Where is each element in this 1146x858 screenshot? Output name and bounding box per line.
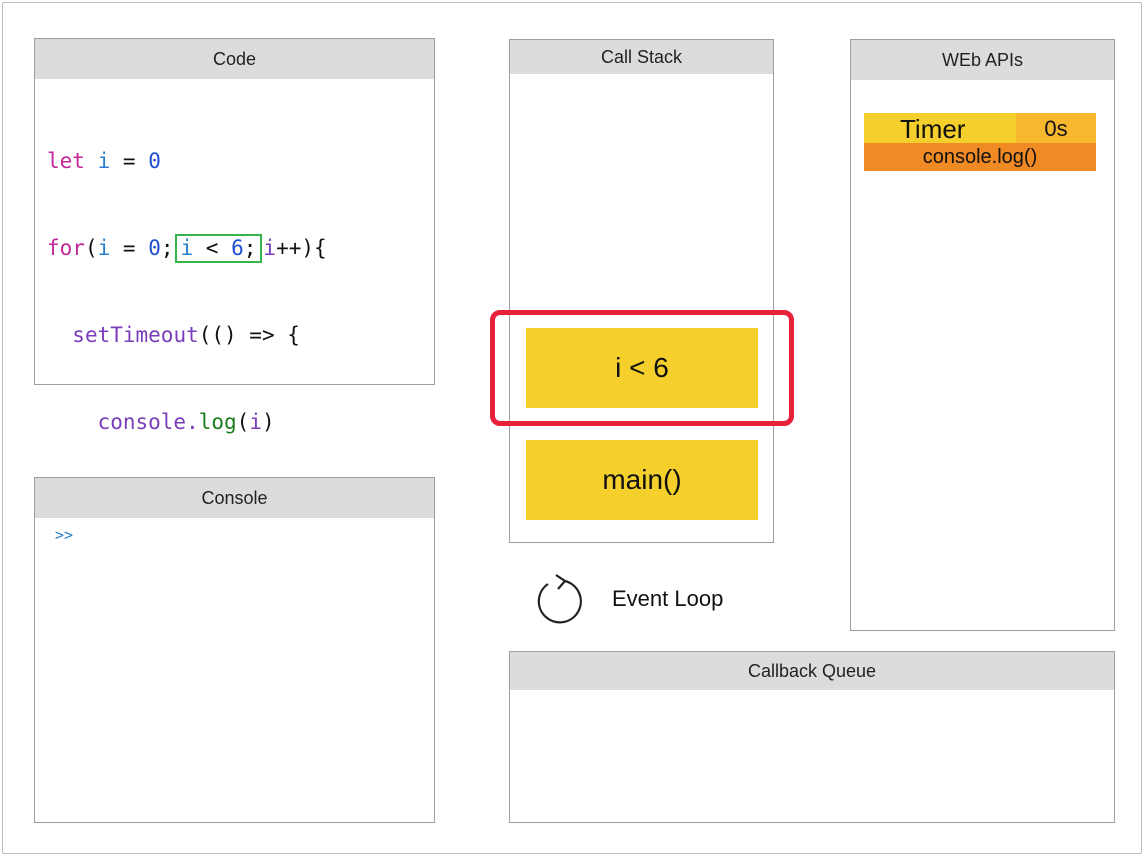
code-line-2: for(i = 0;i < 6;i++){ — [47, 234, 434, 263]
code-line-1: let i = 0 — [47, 147, 434, 176]
call-stack-panel: Call Stack i < 6 main() — [509, 39, 774, 543]
code-number: 6 — [231, 236, 244, 260]
code-line-4: console.log(i) — [47, 408, 434, 437]
code-panel: Code let i = 0 for(i = 0;i < 6;i++){ set… — [34, 38, 435, 608]
console-prompt: >> — [55, 526, 74, 544]
code-text: ; — [160, 236, 174, 260]
code-text: ; — [243, 236, 257, 260]
call-stack-frame: i < 6 — [526, 328, 758, 408]
code-text: ++){ — [276, 236, 327, 260]
code-text: ( — [236, 410, 250, 434]
event-loop-label: Event Loop — [612, 586, 724, 611]
code-variable: i — [97, 236, 111, 260]
code-text: ( — [84, 236, 98, 260]
refresh-loop-icon — [537, 574, 582, 624]
code-line-3: setTimeout(() => { — [47, 321, 434, 350]
timer-card: Timer 0s console.log() — [864, 113, 1096, 171]
current-frame-highlight — [490, 310, 794, 426]
callback-queue-title: Callback Queue — [510, 652, 1114, 690]
timer-row: Timer 0s — [864, 113, 1096, 144]
code-text: = — [110, 236, 149, 260]
console-panel-title: Console — [35, 478, 434, 518]
code-object: console. — [97, 410, 199, 434]
code-text: (() => { — [198, 323, 300, 347]
timer-callback: console.log() — [864, 143, 1096, 171]
code-variable: i — [263, 236, 277, 260]
code-variable: i — [180, 236, 194, 260]
code-text: < — [193, 236, 232, 260]
callback-queue-panel: Callback Queue — [509, 651, 1115, 823]
code-method: log — [198, 410, 237, 434]
code-variable: i — [97, 149, 111, 173]
call-stack-title: Call Stack — [510, 40, 773, 74]
web-apis-title: WEb APIs — [851, 40, 1114, 80]
timer-label: Timer — [900, 114, 966, 144]
web-apis-panel: WEb APIs Timer 0s console.log() — [850, 39, 1115, 631]
code-function: setTimeout — [72, 323, 199, 347]
code-number: 0 — [148, 236, 161, 260]
code-text: = — [110, 149, 149, 173]
console-panel: Console >> — [34, 477, 435, 823]
code-number: 0 — [148, 149, 161, 173]
code-panel-title: Code — [35, 39, 434, 79]
event-loop: Event Loop — [534, 572, 774, 628]
code-keyword: for — [47, 236, 85, 260]
timer-time: 0s — [1016, 113, 1096, 143]
code-text: ) — [261, 410, 275, 434]
highlighted-condition-box: i < 6; — [174, 234, 263, 263]
code-keyword: let — [47, 149, 85, 173]
code-variable: i — [249, 410, 262, 434]
call-stack-frame: main() — [526, 440, 758, 520]
